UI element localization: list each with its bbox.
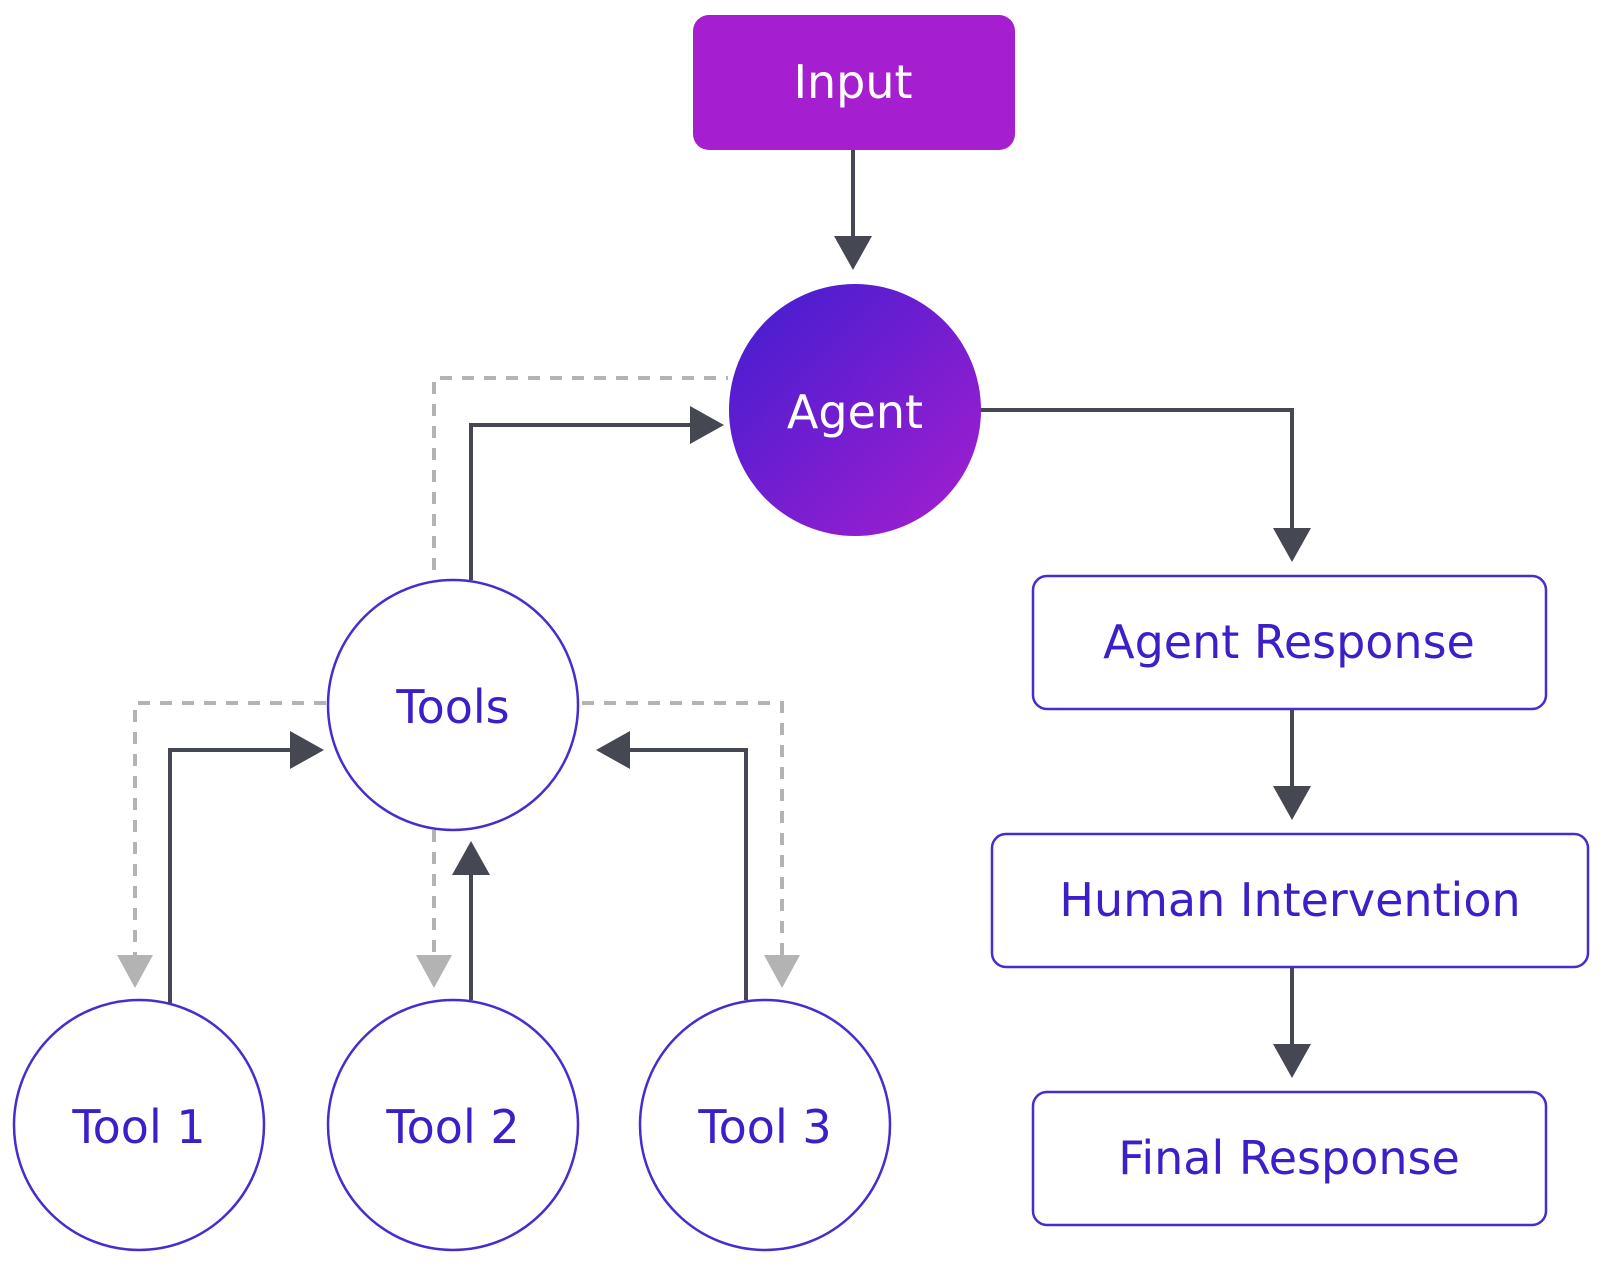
tool-2-label: Tool 2 [385,1100,519,1154]
arrow-tools-agent-head [690,406,724,444]
arrow-agent-response-head [1273,528,1311,562]
agent-node: Agent [729,284,981,536]
arrow-tool3-tools-head [596,731,630,769]
arrow-input-agent-head [834,236,872,270]
dashed-arrowhead-tool3 [764,955,800,988]
input-node: Input [693,15,1015,150]
tool-2-node: Tool 2 [326,998,580,1252]
input-label: Input [793,55,912,109]
tools-label: Tools [395,680,509,734]
human-intervention-label: Human Intervention [1059,873,1520,927]
arrow-human-final-head [1273,1044,1311,1078]
tool-1-node: Tool 1 [12,998,266,1252]
arrow-tool3-tools-line [630,748,748,1000]
dashed-tools-agent-line [432,376,728,570]
dashed-tools-tool1-line [133,701,326,955]
tool-3-node: Tool 3 [638,998,892,1252]
dashed-arrowhead-tool1 [117,955,153,988]
agent-response-label: Agent Response [1103,615,1475,669]
final-response-node: Final Response [1031,1090,1548,1227]
arrow-tool1-tools-head [290,731,324,769]
arrow-tool2-tools-head [452,841,490,875]
tool-1-label: Tool 1 [71,1100,205,1154]
arrow-agent-response-line [980,408,1294,528]
arrow-tools-agent-line [469,423,690,580]
tools-node: Tools [326,578,580,832]
final-response-label: Final Response [1118,1131,1460,1185]
agent-response-node: Agent Response [1031,574,1548,711]
human-intervention-node: Human Intervention [990,832,1590,969]
tool-3-label: Tool 3 [697,1100,831,1154]
dashed-arrowhead-tool2 [416,955,452,988]
arrow-tool1-tools-line [168,748,290,1003]
arrow-response-human-head [1273,786,1311,820]
dashed-tools-tool3-line [582,701,784,955]
agent-label: Agent [787,385,923,439]
